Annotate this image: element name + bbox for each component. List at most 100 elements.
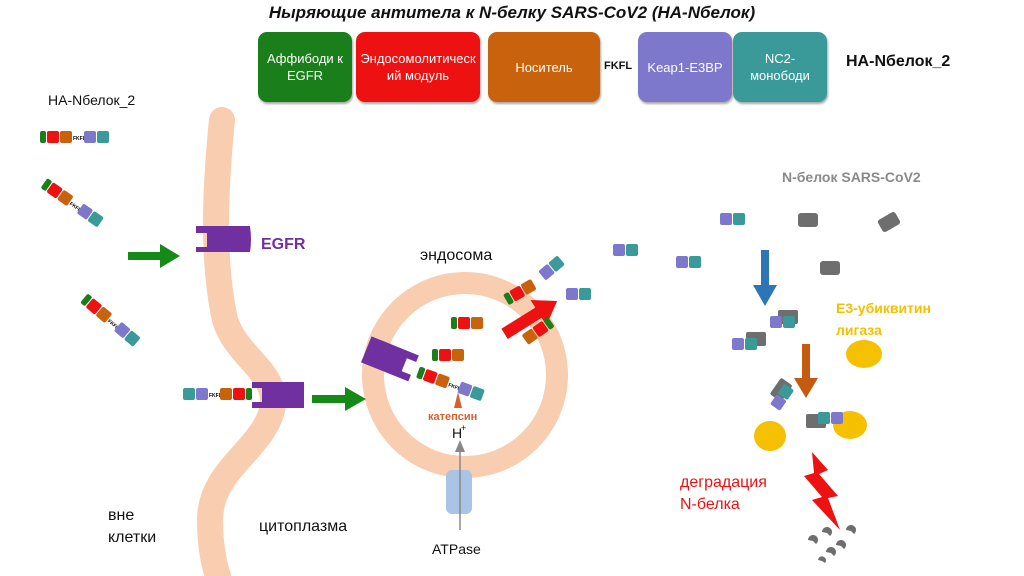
construct-domain	[96, 307, 112, 323]
construct-domain	[47, 182, 63, 199]
construct-domain	[458, 317, 470, 329]
linker-tag: FKFL	[209, 393, 222, 399]
construct-domain	[521, 279, 536, 295]
n-protein	[820, 261, 840, 275]
cytoplasm-label: цитоплазма	[259, 518, 347, 535]
linker-tag: FKFL	[73, 136, 86, 142]
construct-domain	[439, 349, 451, 361]
cell-membrane	[196, 107, 286, 576]
construct-domain	[720, 213, 732, 225]
green-arrow-binding	[128, 244, 180, 268]
cathepsin-cleavage-arrow	[454, 392, 462, 408]
domain-endosomolytic-label: Эндосомолитический модуль	[360, 51, 476, 83]
domain-keap1: Keap1-E3BP	[638, 32, 732, 102]
construct-domain	[220, 388, 232, 400]
construct-domain	[60, 131, 72, 143]
e3-ligase-bound-left	[754, 421, 786, 451]
domain-carrier-label: Носитель	[515, 59, 573, 75]
construct-domain	[457, 381, 473, 397]
construct-domain	[196, 388, 208, 400]
red-arrow-escape	[501, 299, 558, 339]
proton-charge-label: +	[461, 423, 466, 433]
construct-domain	[452, 349, 464, 361]
domain-carrier: Носитель	[488, 32, 600, 102]
domain-affibody-label: Аффибоди к EGFR	[266, 51, 343, 83]
egfr-receptor-top	[196, 226, 251, 252]
construct-bound-egfr: FKFL	[183, 388, 252, 400]
construct-domain	[503, 292, 514, 305]
domain-nc2-monobody: NC2-монободи	[733, 32, 827, 102]
construct-domain	[566, 288, 578, 300]
construct-domain	[47, 131, 59, 143]
atpase-label: ATPase	[432, 541, 481, 557]
construct-domain	[416, 366, 426, 380]
construct-free: FKFL	[41, 178, 104, 227]
construct-domain	[246, 388, 252, 400]
orange-arrow-recruit	[794, 344, 818, 398]
construct-domain	[548, 256, 565, 272]
linker-tag: FKFL	[447, 382, 461, 392]
construct-domain	[435, 373, 450, 389]
construct-domain	[613, 244, 625, 256]
construct-free: FKFL	[80, 294, 140, 347]
construct-domain	[80, 294, 92, 306]
construct-domain	[451, 317, 457, 329]
cathepsin-label: катепсин	[428, 411, 477, 423]
construct-released	[613, 244, 638, 256]
construct-domain	[233, 388, 245, 400]
construct-domain	[183, 388, 195, 400]
nprotein-e3-complex	[770, 378, 794, 411]
endosome-label: эндосома	[420, 247, 492, 264]
construct-in-endosome	[432, 349, 464, 361]
construct-domain	[579, 288, 591, 300]
construct-domain	[97, 131, 109, 143]
construct-domain	[124, 330, 140, 347]
construct-domain	[676, 256, 688, 268]
construct-domain	[423, 369, 438, 384]
endosome-membrane	[362, 272, 568, 478]
n-protein	[877, 212, 901, 232]
construct-domain	[522, 328, 538, 345]
construct-domain	[626, 244, 638, 256]
construct-released	[720, 213, 745, 225]
nprotein-e3-complex	[806, 412, 843, 428]
n-protein	[798, 213, 818, 227]
atpase-pump	[446, 470, 472, 514]
construct-in-endosome: FKFL	[416, 366, 485, 401]
construct-released	[676, 256, 701, 268]
construct-domain	[471, 317, 483, 329]
domain-keap1-label: Keap1-E3BP	[647, 59, 723, 75]
construct-domain	[41, 178, 52, 191]
diagram-title: Ныряющие антитела к N-белку SARS-CoV2 (H…	[268, 3, 756, 22]
n-protein-label: N-белок SARS-CoV2	[782, 169, 921, 185]
construct-domain	[88, 211, 104, 227]
domain-affibody-egfr: Аффибоди к EGFR	[258, 32, 352, 102]
nprotein-complex	[732, 332, 766, 350]
construct-free: FKFL	[40, 131, 109, 143]
construct-domain	[470, 386, 485, 401]
proton-label: H	[452, 425, 462, 441]
e3-ligase-free	[846, 340, 882, 368]
green-arrow-internalization	[312, 387, 366, 411]
construct-domain	[532, 321, 549, 337]
construct-domain	[57, 190, 73, 206]
construct-name: HA-Nбелок_2	[846, 53, 951, 70]
linker-label: FKFL	[604, 60, 633, 72]
construct-domain	[509, 286, 525, 301]
construct-domain	[432, 349, 438, 361]
construct-escaping	[522, 317, 554, 345]
construct-domain	[733, 213, 745, 225]
construct-domain	[77, 204, 93, 220]
domain-nc2-label: NC2-монободи	[750, 51, 810, 83]
construct-domain	[84, 131, 96, 143]
egfr-receptor-bound	[252, 382, 304, 408]
nprotein-complex	[770, 310, 798, 328]
egfr-label: EGFR	[261, 236, 306, 253]
blue-arrow-binding	[753, 250, 777, 306]
construct-domain	[86, 298, 102, 314]
degradation-bolt	[804, 452, 840, 530]
